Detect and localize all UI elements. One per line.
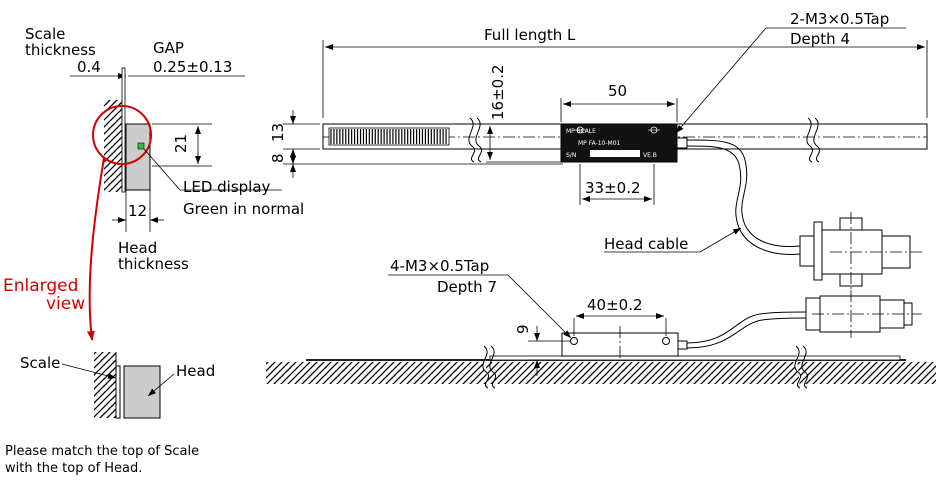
- enlarged-head: [123, 365, 161, 419]
- tap-bottom-line-1: 4-M3×0.5Tap: [390, 257, 489, 275]
- enlarged-view-label-1: Enlarged: [3, 276, 78, 296]
- enlarged-view: Scale Head Please match the top of Scale…: [5, 352, 215, 476]
- enlarged-wall: [94, 352, 116, 418]
- tap-bottom-leader: [507, 274, 572, 339]
- gap-label: GAP: [153, 39, 184, 57]
- scale-thickness-value: 0.4: [77, 58, 101, 76]
- head-ver: VE.B: [643, 152, 657, 159]
- head-body: [125, 123, 151, 191]
- tap-top-line-2: Depth 4: [790, 30, 850, 48]
- dim-21: 21: [172, 134, 190, 153]
- dim-12: 12: [128, 202, 147, 220]
- bottom-view: 40±0.2 9 4-M3×0.5Tap Depth 7: [266, 257, 936, 389]
- tap-top-line-1: 2-M3×0.5Tap: [790, 10, 889, 28]
- head-cable-label: Head cable: [604, 235, 688, 253]
- tap-bottom-line-2: Depth 7: [437, 278, 497, 296]
- connector-bottom: [805, 290, 922, 338]
- break-mark-1: [468, 117, 476, 163]
- dim-40: 40±0.2: [587, 296, 643, 314]
- note-line-2: with the top of Head.: [5, 461, 142, 476]
- full-length-label: Full length L: [484, 26, 576, 44]
- enlarged-view-label-2: view: [46, 294, 85, 314]
- head-brand: MP SCALE: [566, 128, 596, 135]
- scale-strip: [121, 67, 126, 193]
- scale-thickness-label-1: Scale: [25, 25, 65, 43]
- mounting-wall: [104, 100, 122, 192]
- scale-thickness-label-2: thickness: [25, 41, 96, 59]
- enlarged-scale-label: Scale: [20, 354, 60, 372]
- led-normal-label: Green in normal: [183, 200, 304, 218]
- bottom-cable: [686, 311, 807, 344]
- ground-hatch: [266, 362, 936, 384]
- led-leader: [143, 148, 181, 191]
- head-cable: [686, 139, 801, 247]
- dim-13: 13: [269, 123, 287, 142]
- front-view: Full length L 8 13 16±0.2 MP SCALE MP FA…: [269, 10, 928, 292]
- scale-gratings: [328, 127, 450, 146]
- head-model: MP FA-10-M01: [578, 140, 621, 147]
- led-indicator: [137, 142, 145, 150]
- dim-33: 33±0.2: [585, 179, 641, 197]
- head-thickness-label-1: Head: [118, 239, 157, 257]
- head-thickness-label-2: thickness: [118, 255, 189, 273]
- dim-16: 16±0.2: [489, 64, 507, 120]
- break-mark-2: [806, 117, 814, 163]
- gap-value: 0.25±0.13: [153, 58, 232, 76]
- enlarge-circle: [92, 105, 152, 165]
- head-sn: S/N: [566, 152, 576, 159]
- dim-9: 9: [514, 324, 532, 334]
- dim-50: 50: [608, 82, 627, 100]
- dim-8: 8: [269, 153, 287, 163]
- enlarge-arrow: [86, 157, 105, 341]
- connector-top: [799, 212, 924, 292]
- tap-top-leader: [675, 27, 767, 134]
- note-line-1: Please match the top of Scale: [5, 444, 199, 459]
- side-view: Scale thickness 0.4 GAP 0.25±0.13 21 12 …: [3, 25, 304, 341]
- enlarged-head-label: Head: [176, 362, 215, 380]
- led-display-label: LED display: [183, 178, 271, 196]
